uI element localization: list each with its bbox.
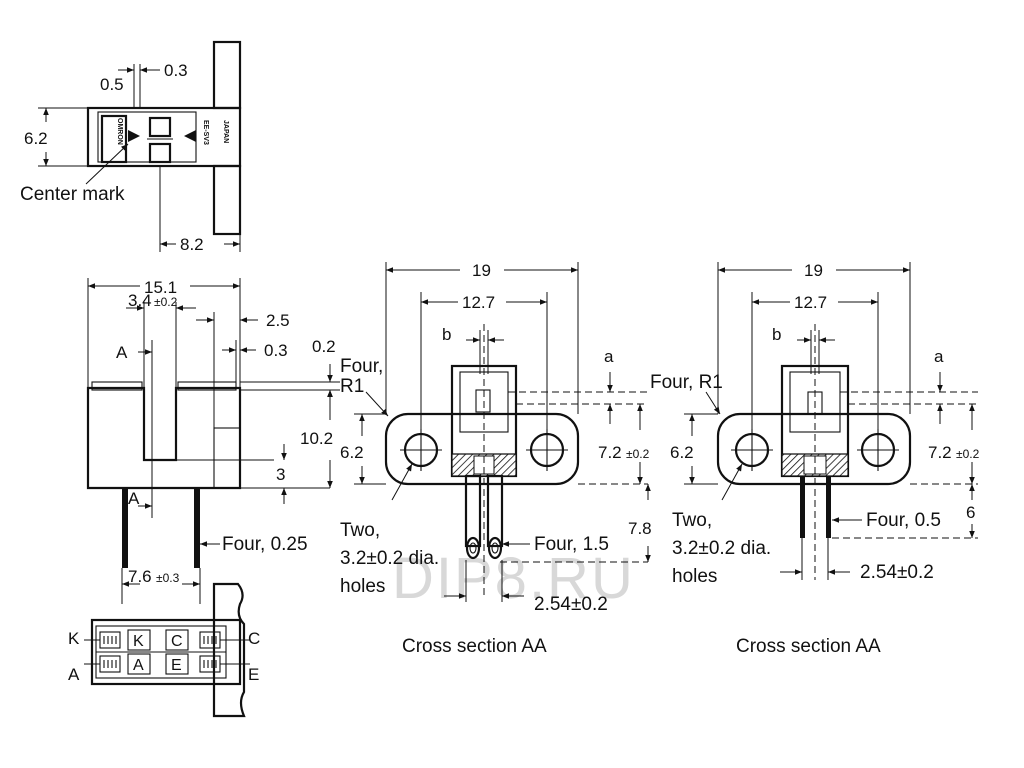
front-pin-right (194, 488, 200, 568)
s2-two-line1: Two, (672, 510, 712, 531)
s2-dim-19: 19 (804, 261, 823, 280)
front-view: 15.1 3.4 ±0.2 2.5 0.3 0.2 10.2 3 (86, 278, 340, 604)
top-center-mark-label: Center mark (20, 184, 125, 205)
front-dim-03: 0.3 (264, 341, 288, 360)
s1-four-r1-line1: Four, (340, 356, 383, 377)
top-dim-05: 0.5 (100, 75, 124, 94)
s2-lead-right (826, 476, 831, 538)
s2-dim-62: 6.2 (670, 443, 694, 462)
front-dim-34-tol: ±0.2 (154, 295, 178, 309)
top-slot-lower (148, 142, 172, 164)
s1-dim-b: b (442, 325, 451, 344)
s2-four-r1: Four, R1 (650, 372, 723, 393)
s1-dim-a: a (604, 347, 614, 366)
bottom-view: K A C E K A C E (68, 582, 260, 718)
top-omron-block (100, 114, 128, 164)
s2-dim-254: 2.54±0.2 (860, 562, 934, 583)
top-center-arrow-left (128, 130, 140, 142)
bottom-pin-c: C (248, 629, 260, 648)
s2-dim-72: 7.2 (928, 443, 952, 462)
bottom-inner-k: K (133, 633, 144, 650)
cross-section-1: 19 12.7 b a 6.2 7.2 ±0.2 7.8 Four, (340, 261, 652, 657)
s1-caption: Cross section AA (402, 636, 547, 657)
top-view: OMRON EE-SV3 JAPAN 0.5 0.3 6.2 Center ma… (20, 40, 242, 254)
s2-dim-6: 6 (966, 503, 975, 522)
bottom-body (90, 618, 242, 686)
top-center-arrow-right (184, 130, 196, 142)
bottom-pin-k: K (68, 629, 80, 648)
top-shaft-lower (212, 164, 242, 236)
bottom-inner-a: A (133, 657, 144, 674)
top-shaft-upper (212, 40, 242, 110)
s1-dim-19: 19 (472, 261, 491, 280)
top-brand-text: OMRON (116, 118, 123, 145)
top-origin-text: JAPAN (222, 120, 229, 143)
s2-lead-left (800, 476, 805, 538)
s2-dim-72-tol: ±0.2 (956, 447, 980, 461)
s2-four-05: Four, 0.5 (866, 510, 941, 531)
s1-two-line2: 3.2±0.2 dia. (340, 548, 439, 569)
top-body (86, 106, 242, 168)
front-dim-02: 0.2 (312, 337, 336, 356)
cross-section-2: 19 12.7 b a 6.2 7.2 ±0.2 6 Four, R1 (650, 261, 980, 657)
s1-dim-127: 12.7 (462, 293, 495, 312)
front-pin-left (122, 488, 128, 568)
front-dim-76: 7.6 (128, 567, 152, 586)
front-body (86, 386, 242, 490)
s2-dim-127: 12.7 (794, 293, 827, 312)
front-four-025: Four, 0.25 (222, 534, 308, 555)
top-dim-62: 6.2 (24, 129, 48, 148)
front-dim-102: 10.2 (300, 429, 333, 448)
s2-dim-b: b (772, 325, 781, 344)
s1-dim-72: 7.2 (598, 443, 622, 462)
front-dim-151: 15.1 (144, 278, 177, 297)
front-dim-76-tol: ±0.3 (156, 571, 180, 585)
s2-two-line2: 3.2±0.2 dia. (672, 538, 771, 559)
bottom-pin-a: A (68, 665, 80, 684)
bottom-pin-e: E (248, 665, 259, 684)
top-model-text: EE-SV3 (202, 120, 209, 145)
top-dim-82: 8.2 (180, 235, 204, 254)
s2-dim-a: a (934, 347, 944, 366)
s1-two-line3: holes (340, 576, 385, 597)
top-inner-frame (97, 111, 197, 163)
s1-two-line1: Two, (340, 520, 380, 541)
s1-four-15: Four, 1.5 (534, 534, 609, 555)
s1-four-r1-line2: R1 (340, 376, 364, 397)
front-dim-3: 3 (276, 465, 285, 484)
s2-two-line3: holes (672, 566, 717, 587)
bottom-inner-c: C (171, 633, 183, 650)
front-section-a-top: A (116, 343, 128, 362)
top-slot-upper (148, 116, 172, 138)
s1-lead-right (486, 474, 504, 548)
s1-dim-78: 7.8 (628, 519, 652, 538)
s1-dim-254: 2.54±0.2 (534, 594, 608, 615)
s1-flange (384, 412, 580, 486)
bottom-shaft (212, 582, 246, 718)
front-dim-25: 2.5 (266, 311, 290, 330)
top-dim-03: 0.3 (164, 61, 188, 80)
front-dim-34: 3.4 (128, 291, 152, 310)
s1-dim-62: 6.2 (340, 443, 364, 462)
watermark: DIP8.RU (392, 546, 635, 611)
s1-lead-left (464, 474, 482, 548)
s1-dim-72-tol: ±0.2 (626, 447, 650, 461)
bottom-inner-e: E (171, 657, 182, 674)
front-section-a-bottom: A (128, 489, 140, 508)
s2-caption: Cross section AA (736, 636, 881, 657)
